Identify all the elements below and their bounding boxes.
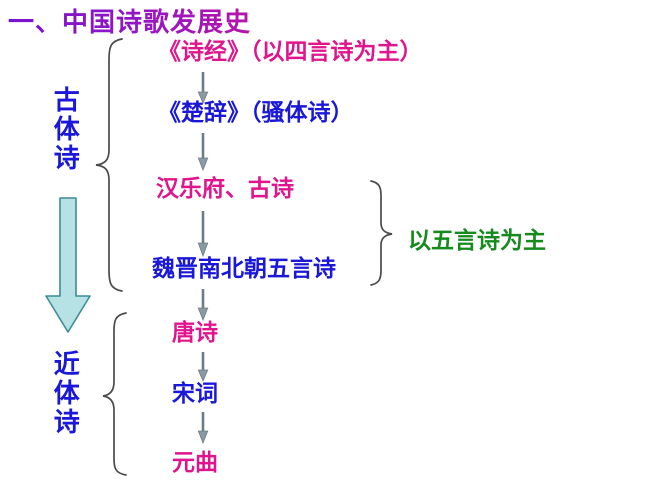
- five-character-group-brace: [370, 180, 393, 286]
- ancient-style-group-brace: [95, 38, 123, 292]
- page-title: 一、中国诗歌发展史: [8, 2, 251, 39]
- annotation-five-character-verse: 以五言诗为主: [408, 228, 546, 254]
- connector-arrow-4: [197, 289, 209, 322]
- connector-arrow-3: [197, 211, 209, 258]
- connector-arrow-5: [197, 352, 209, 383]
- side-label-modern-style: 近体诗: [49, 350, 80, 437]
- connector-arrow-1: [197, 72, 209, 105]
- node-yuanqu: 元曲: [172, 450, 218, 476]
- node-chuci: 《楚辞》（骚体诗）: [158, 100, 354, 126]
- connector-arrow-6: [197, 412, 209, 445]
- node-songci: 宋词: [172, 381, 218, 407]
- node-hanyuefu: 汉乐府、古诗: [156, 176, 294, 202]
- modern-style-group-brace: [102, 312, 127, 476]
- node-weijin-nanbeichao: 魏晋南北朝五言诗: [152, 256, 336, 282]
- connector-arrow-2: [197, 133, 209, 172]
- node-shijing: 《诗经》（以四言诗为主）: [158, 39, 423, 65]
- node-tangshi: 唐诗: [172, 320, 218, 346]
- side-label-ancient-style: 古体诗: [49, 86, 80, 173]
- downward-progression-arrow: [45, 197, 91, 333]
